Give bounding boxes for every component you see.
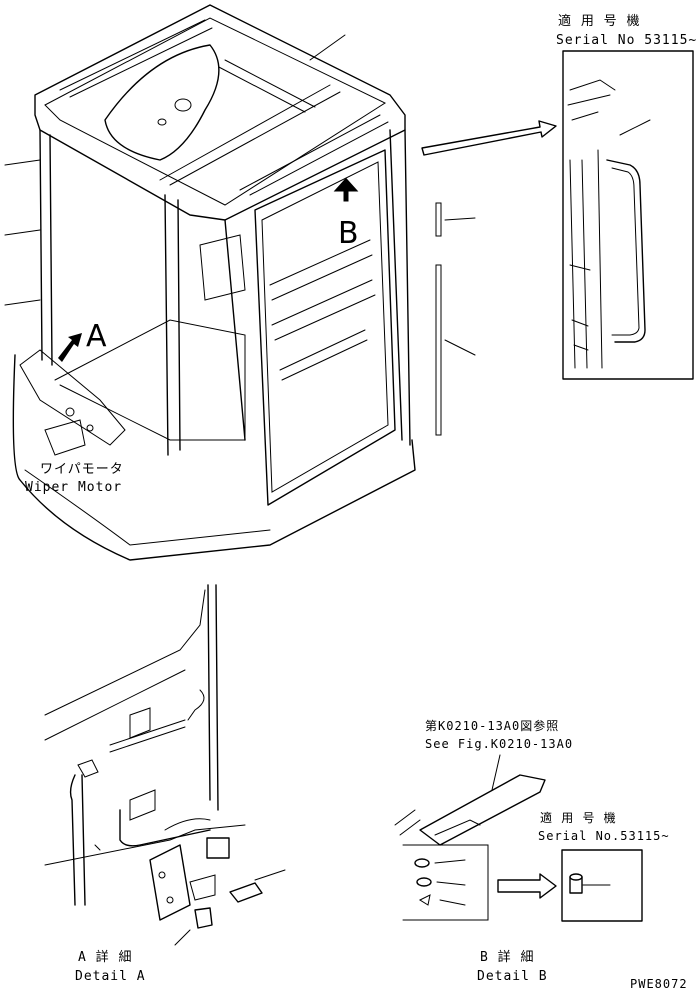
detail-b-jp: B 詳 細 [480,949,534,965]
reference-en: See Fig.K0210-13A0 [425,737,573,751]
detail-a-jp: A 詳 細 [78,949,132,965]
view-b-arrow-icon [333,177,359,202]
operator-cab [4,4,416,561]
detail-b-inset-box [561,849,643,922]
drawing-code: PWE8072 [630,977,688,989]
serial-inset-box [562,50,694,380]
inset-pointer-arrow-icon [421,120,557,156]
seal-strips [435,202,476,436]
view-b-label: B [338,216,359,251]
detail-b-pointer-arrow-icon [497,873,557,899]
wiper-motor-en: Wiper Motor [25,480,122,495]
serial-top-jp: 適 用 号 機 [558,13,640,29]
view-a-label: A [86,319,107,354]
reference-jp: 第K0210-13A0図参照 [425,718,559,733]
serial-top-en: Serial No 53115~ [556,33,697,48]
detail-a-drawing [44,584,286,946]
wiper-motor-jp: ワイパモータ [40,462,124,477]
view-a-arrow-icon [58,333,82,362]
detail-b-drawing [394,754,546,921]
detail-b-en: Detail B [477,969,548,984]
detail-a-en: Detail A [75,969,146,984]
serial-b-jp: 適 用 号 機 [540,810,617,825]
serial-b-en: Serial No.53115~ [538,829,670,843]
